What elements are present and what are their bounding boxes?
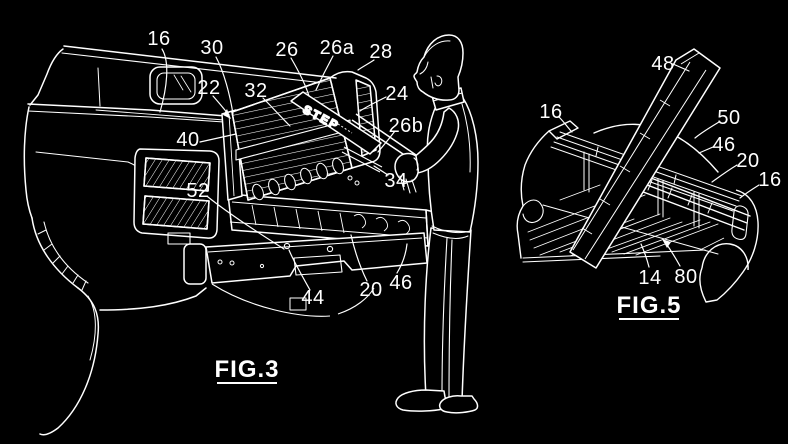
fig3-caption: FIG.3 xyxy=(214,356,279,383)
fig3-ref-20: 20 xyxy=(359,279,382,301)
fig3-ref-26a: 26a xyxy=(320,37,355,59)
fig5-ref-50: 50 xyxy=(717,107,740,129)
arrowhead-22 xyxy=(223,109,231,119)
fig5-ref-16-left: 16 xyxy=(539,101,562,123)
fig3-ref-46: 46 xyxy=(389,272,412,294)
fig3-person xyxy=(394,34,479,414)
fig3-ref-34: 34 xyxy=(384,170,407,192)
fig3-open-tailgate xyxy=(227,193,437,247)
fig3-ref-24: 24 xyxy=(385,83,408,105)
fig3-ref-22: 22 xyxy=(197,77,220,99)
fig3-truck xyxy=(23,45,337,436)
fig3-ref-52: 52 xyxy=(186,180,209,202)
fig3-ref-44: 44 xyxy=(301,287,324,309)
fig3-ref-32: 32 xyxy=(244,80,267,102)
fig5-ref-80: 80 xyxy=(674,266,697,288)
fig3-ref-40: 40 xyxy=(176,129,199,151)
fig5-ref-14: 14 xyxy=(638,267,661,289)
support-arm xyxy=(341,146,383,173)
grab-handle xyxy=(351,113,417,161)
fig3-leader-lines xyxy=(159,48,408,291)
person-shoe-back xyxy=(438,395,479,414)
fig3-ref-30: 30 xyxy=(200,37,223,59)
fig3-bumper xyxy=(183,232,428,317)
fig5-ref-46: 46 xyxy=(712,134,735,156)
fig5-rear-fender xyxy=(699,189,759,303)
person-hand xyxy=(394,152,419,183)
fig5-ref-16-right: 16 xyxy=(758,169,781,191)
fig3-ref-26: 26 xyxy=(275,39,298,61)
fig3-step-assembly: STEP xyxy=(221,70,419,201)
person-head xyxy=(413,34,464,101)
fig5-beam xyxy=(569,48,721,269)
taillight-lamps xyxy=(142,157,211,245)
fig5-leader-lines xyxy=(558,63,760,268)
fig5-caption: FIG.5 xyxy=(616,292,681,319)
fig5-ref-20: 20 xyxy=(736,150,759,172)
fig3-ref-28: 28 xyxy=(369,41,392,63)
fig5-ref-48: 48 xyxy=(651,53,674,75)
person-arm xyxy=(412,107,460,174)
fig3-ref-16: 16 xyxy=(147,28,170,50)
fig3-ref-26b: 26b xyxy=(389,115,424,137)
rear-window xyxy=(149,66,203,105)
spring-loops xyxy=(252,157,344,201)
person-legs xyxy=(423,227,472,402)
arrowhead-80 xyxy=(662,239,671,248)
